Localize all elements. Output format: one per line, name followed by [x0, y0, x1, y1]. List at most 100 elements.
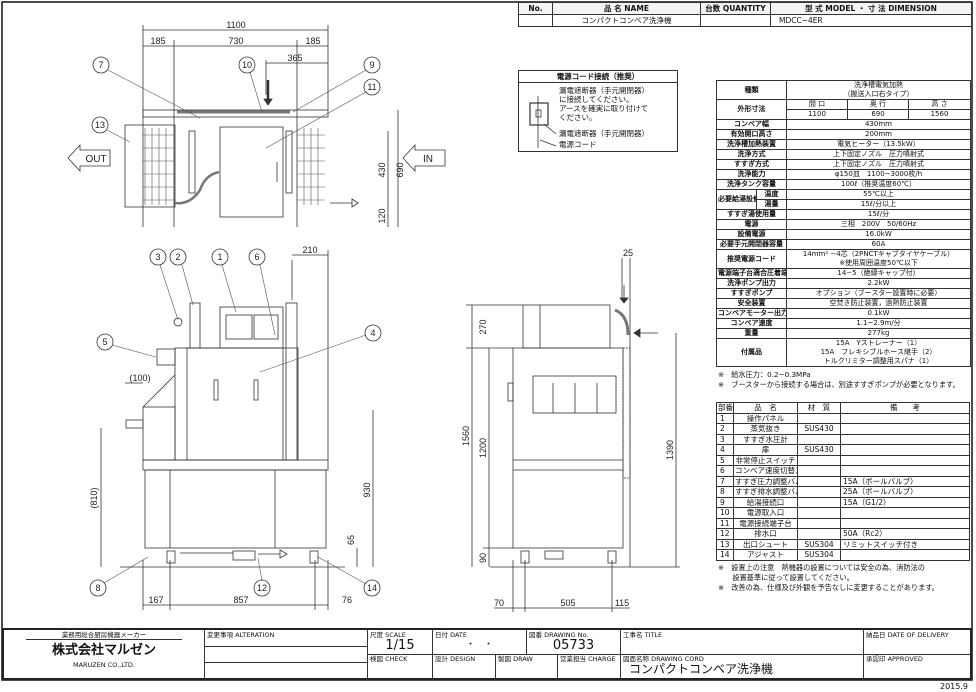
dim-857: 857 [233, 595, 248, 605]
part-no: 11 [716, 517, 734, 529]
alteration-label: 変更事項 ALTERATION [207, 631, 275, 639]
dim-167: 167 [148, 595, 163, 605]
part-name: 電源取入口 [733, 507, 798, 519]
spec-label: 洗浄槽加熱装置 [716, 139, 787, 150]
spec-value-line: （搬送入口右タイプ） [843, 90, 914, 98]
dim-value: 1100 [786, 109, 848, 120]
balloon-2: 2 [175, 252, 180, 262]
part-name: すすぎ水圧計 [733, 433, 798, 445]
balloon-6: 6 [254, 252, 259, 262]
spec-value-line: 上下固定ノズル 圧力噴射式 [833, 160, 924, 169]
part-remarks [840, 465, 970, 477]
spec-row: 安全装置 空焚き防止装置，過熱防止装置 [716, 298, 972, 309]
out-label: OUT [85, 154, 106, 165]
spec-value-line: 16.0kW [865, 230, 892, 239]
balloon-5: 5 [102, 337, 107, 347]
part-no: 1 [716, 412, 734, 424]
part-name: 電源接続端子台 [733, 517, 798, 529]
breaker-label: 漏電遮断器（手元開閉器） [559, 129, 649, 138]
spec-label: すすぎ方式 [716, 159, 787, 170]
parts-header: 部番 [716, 402, 734, 414]
spec-value-line: ※使用周囲温度50℃以下 [839, 259, 918, 267]
company-logo: 株式会社マルゼン [51, 643, 156, 658]
spec-value: 14−5（絶縁キャップ付） [785, 268, 972, 279]
power-box-title: 電源コード接続（推奨） [519, 71, 677, 83]
spec-group-label: 必要給湯設備 [716, 189, 757, 210]
part-material [797, 412, 841, 424]
part-no: 7 [716, 475, 734, 487]
alteration-cell: 変更事項 ALTERATION [205, 630, 368, 678]
spec-value-line: 100ℓ（推奨温度60℃） [840, 180, 917, 189]
spec-label: 電源 [716, 219, 787, 230]
drawing-cord-label: 図面名称 DRAWING CORD [623, 655, 704, 663]
part-remarks [840, 412, 970, 424]
spec-value: オプション（ブースター設置時に必要） [785, 288, 972, 299]
balloon-12: 12 [257, 583, 267, 593]
dim-1200: 1200 [478, 438, 488, 458]
dim-header: 奥 行 [847, 99, 909, 110]
quantity [700, 14, 771, 27]
part-no: 10 [716, 507, 734, 519]
spec-value-line: 洗浄槽電気加熱 [854, 81, 903, 90]
spec-note: ※ 給水圧力：0.2~0.3MPa [718, 370, 811, 379]
charge-label: 営業担当 CHARGE [560, 655, 616, 663]
parts-note: 設置基準に従って設置してください。 [718, 572, 854, 582]
maker-tag: 業務用総合厨房機器メーカー [26, 631, 182, 640]
dim-690: 690 [395, 162, 405, 177]
spec-value-line: トルクリミター調整用スパナ（1） [823, 357, 934, 365]
part-remarks [840, 444, 970, 456]
balloon-11: 11 [367, 82, 376, 92]
dim-25: 25 [623, 248, 633, 258]
part-material: SUS304 [797, 549, 841, 561]
part-no: 9 [716, 496, 734, 508]
dim-header: 高 さ [907, 99, 972, 110]
title-label: 工事名 TITLE [623, 631, 663, 639]
spec-value: 三相 200V 50/60Hz [785, 219, 972, 230]
part-name: すすぎ排水調整バルブ [733, 486, 798, 498]
spec-value: 100ℓ（推奨温度60℃） [785, 179, 972, 190]
balloon-13: 13 [95, 120, 105, 130]
spec-value: 60A [785, 239, 972, 250]
spec-value: 15A Yストレーナー（1）15A フレキシブルホース継手（2）トルクリミター調… [785, 338, 972, 367]
spec-label: 種類 [716, 80, 787, 100]
dim-185-right: 185 [305, 36, 320, 46]
design-label: 設計 DESIGN [435, 655, 476, 663]
spec-value-line: 三相 200V 50/60Hz [840, 220, 917, 229]
spec-label: コンベアモーター出力 [716, 308, 787, 319]
spec-value: φ150皿 1100~3000枚/h [785, 169, 972, 180]
spec-label: すすぎ湯使用量 [716, 209, 787, 220]
part-no: 12 [716, 528, 734, 540]
spec-value-line: 277kg [867, 329, 890, 338]
parts-note: ※ 設置上の注意 熱機器の設置については安全の為、消防法の [718, 562, 925, 572]
spec-value-line: 空焚き防止装置，過熱防止装置 [829, 299, 928, 308]
spec-label: 外形寸法 [716, 99, 787, 120]
balloon-8: 8 [95, 583, 100, 593]
part-material: SUS304 [797, 538, 841, 550]
spec-value-line: 14mm² −4芯（2PNCTキャブタイヤケーブル） [802, 250, 955, 259]
balloon-1: 1 [217, 252, 222, 262]
part-name: 排水口 [733, 528, 798, 540]
dim-76: 76 [342, 595, 352, 605]
balloon-10: 10 [242, 60, 252, 70]
spec-row: 洗浄槽加熱装置電気ヒーター（13.5kW） [716, 139, 972, 150]
power-text-line: ください。 [559, 113, 597, 122]
issue-date: 2015.9 [940, 682, 968, 691]
control-panel [219, 306, 284, 349]
part-material [797, 454, 841, 466]
spec-label: 安全装置 [716, 298, 787, 309]
power-text-line: アースを確実に取り付けて [559, 104, 649, 113]
